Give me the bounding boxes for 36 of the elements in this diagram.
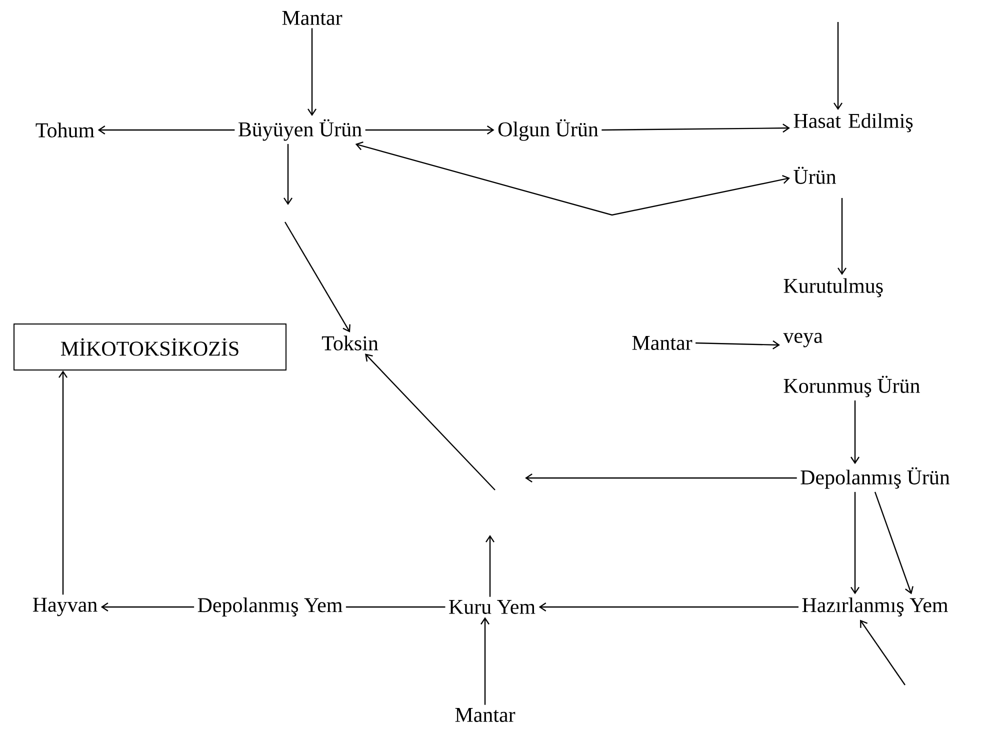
arrow (365, 126, 494, 134)
arrow (284, 144, 292, 205)
label-text: Olgun Ürün (498, 119, 598, 141)
label-text: Hayvan (32, 598, 98, 616)
outcome-box: MİKOTOKSİKOZİS (14, 324, 286, 370)
label-text: Hasat Edilmiş Ürün (794, 113, 913, 184)
arrow (602, 124, 790, 133)
arrow (355, 141, 790, 216)
label-text: Depolanmış Yem (198, 598, 342, 617)
arrow (874, 492, 914, 594)
arrow (525, 474, 797, 482)
arrow (838, 198, 846, 275)
arrow (486, 535, 494, 597)
label-text: Mantar (282, 11, 342, 25)
arrow (58, 370, 68, 595)
arrow (850, 400, 860, 464)
arrow (480, 617, 490, 705)
arrow (284, 222, 350, 332)
arrow (860, 620, 906, 686)
arrow (834, 22, 842, 110)
label-text: Tohum (36, 122, 94, 138)
label-text: Mantar (455, 708, 516, 722)
label-text: Depolanmış Ürün (800, 467, 950, 489)
label-text: Toksin (322, 336, 378, 350)
arrow (308, 28, 316, 116)
label-text: Kurutulmuş veya Korunmuş Ürün (783, 278, 920, 398)
label-text: Büyüyen Ürün (238, 119, 362, 141)
label-text: Hazırlanmış Yem (802, 598, 948, 617)
label-text: Mantar (632, 336, 692, 350)
arrow (98, 126, 235, 134)
arrow (538, 602, 798, 612)
arrow (100, 602, 194, 612)
label-text: Kuru Yem (449, 600, 536, 614)
arrow (696, 340, 780, 350)
arrow (365, 354, 496, 490)
arrow (850, 492, 860, 594)
